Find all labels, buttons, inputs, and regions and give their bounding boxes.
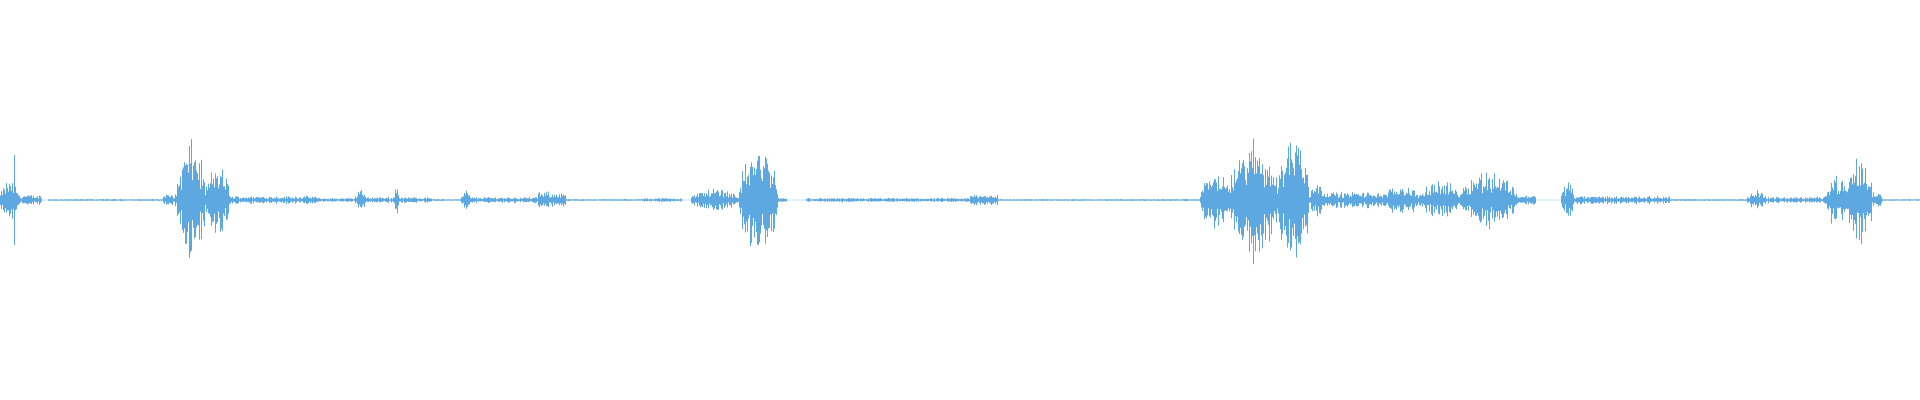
- waveform-bars: [1421, 181, 1459, 217]
- waveform-bars: [205, 169, 230, 233]
- waveform-segment: [48, 199, 163, 201]
- waveform-bars: [365, 196, 394, 203]
- waveform-segment: [317, 198, 355, 202]
- waveform-bars: [470, 197, 538, 204]
- waveform-bars: [48, 199, 163, 201]
- waveform-segment: [1670, 198, 1747, 201]
- waveform-segment: [432, 199, 461, 202]
- waveform-bars: [1277, 142, 1309, 258]
- waveform-segment: [566, 199, 643, 201]
- waveform-segment: [1517, 195, 1536, 205]
- waveform-bars: [19, 195, 42, 205]
- waveform-segment: [1824, 175, 1847, 224]
- waveform-bars: [1382, 187, 1421, 213]
- waveform-bars: [778, 198, 787, 202]
- waveform-bars: [177, 139, 205, 258]
- waveform-bars: [1229, 138, 1277, 265]
- waveform-bars: [163, 194, 177, 207]
- waveform-segment: [1309, 185, 1325, 217]
- waveform-segment: [461, 190, 470, 209]
- waveform-segment: [970, 194, 998, 206]
- waveform-bars: [399, 197, 432, 203]
- waveform-bars: [317, 198, 355, 202]
- waveform-segment: [365, 196, 394, 203]
- waveform-segment: [1766, 196, 1824, 204]
- waveform-bars: [230, 195, 317, 205]
- waveform-segment: [1459, 172, 1517, 230]
- waveform-bars: [1847, 158, 1872, 245]
- waveform-segment: [470, 197, 538, 204]
- waveform-bars: [432, 199, 461, 202]
- waveform-bars: [1872, 192, 1882, 207]
- waveform-bars: [1517, 195, 1536, 205]
- waveform-bars: [1459, 172, 1517, 230]
- waveform-segment: [1882, 199, 1920, 201]
- waveform-bars: [998, 199, 1200, 202]
- waveform-segment: [399, 197, 432, 203]
- waveform-bars: [739, 156, 778, 246]
- waveform-segment: [643, 198, 682, 202]
- waveform-bars: [643, 198, 682, 202]
- waveform-segment: [778, 198, 787, 202]
- waveform-segment: [1200, 176, 1229, 229]
- waveform-bars: [538, 191, 566, 208]
- waveform-bars: [1747, 190, 1766, 209]
- waveform-bars: [1766, 196, 1824, 204]
- waveform-bars: [0, 183, 19, 219]
- waveform-segment: [1325, 191, 1382, 209]
- waveform-bars: [355, 190, 365, 208]
- waveform-bars: [1670, 198, 1747, 201]
- waveform-segment: [1747, 190, 1766, 209]
- waveform-bars: [1561, 182, 1574, 216]
- waveform-segment: [691, 188, 739, 210]
- waveform-segment: [1574, 195, 1670, 205]
- waveform-segment: [163, 194, 177, 207]
- waveform-segment: [19, 195, 42, 205]
- waveform-segment: [1229, 138, 1277, 265]
- waveform-segment: [538, 191, 566, 208]
- waveform-segment: [806, 197, 970, 203]
- waveform-segment: [205, 169, 230, 233]
- waveform-segment: [0, 183, 19, 219]
- waveform-segment: [1847, 158, 1872, 245]
- waveform-segment: [1421, 181, 1459, 217]
- waveform-bars: [566, 199, 643, 201]
- waveform-segment: [177, 139, 205, 258]
- waveform-segment: [355, 190, 365, 208]
- waveform-bars: [1882, 199, 1920, 201]
- waveform-segment: [739, 156, 778, 246]
- waveform-segment: [998, 199, 1200, 202]
- waveform-bars: [970, 194, 998, 206]
- waveform-segment: [1561, 182, 1574, 216]
- waveform-bars: [1309, 185, 1325, 217]
- waveform-segment: [230, 195, 317, 205]
- waveform-bars: [461, 190, 470, 209]
- waveform-segment: [1277, 142, 1309, 258]
- waveform-bars: [1200, 176, 1229, 229]
- waveform-segment: [1382, 187, 1421, 213]
- waveform-segment: [1872, 192, 1882, 207]
- waveform-bars: [1824, 175, 1847, 224]
- waveform-bars: [1574, 195, 1670, 205]
- waveform-bars: [691, 188, 739, 210]
- waveform-bars: [806, 197, 970, 203]
- waveform-bars: [1325, 191, 1382, 209]
- waveform-segment: [394, 189, 399, 214]
- waveform-bars: [394, 189, 399, 214]
